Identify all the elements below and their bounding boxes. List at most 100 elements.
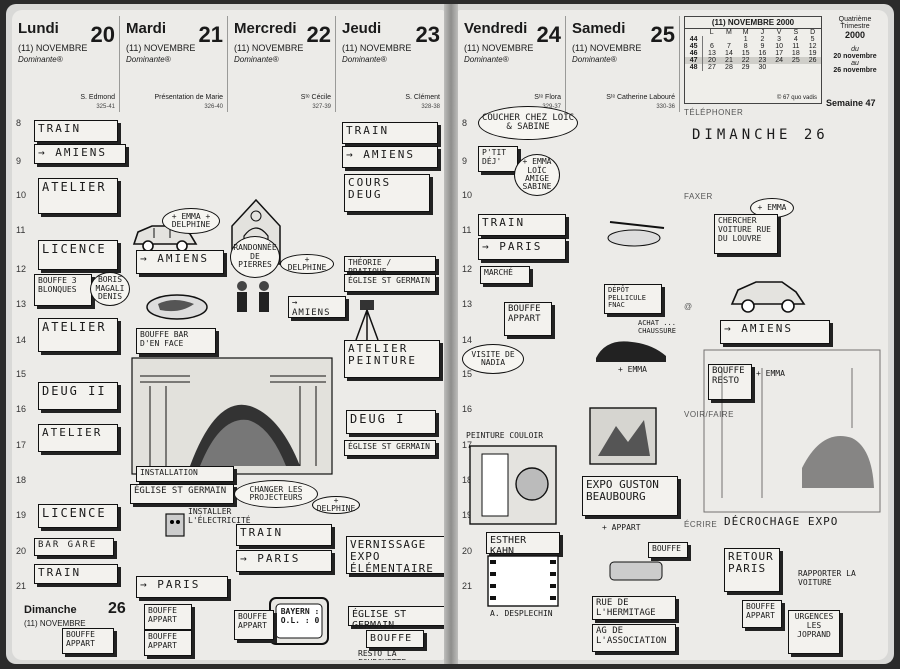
entry-vendredi-peinture: PEINTURE COULOIR <box>466 431 544 440</box>
entry-jeudi-bouffe: BOUFFE <box>366 630 424 648</box>
food-tray-sketch <box>608 556 664 591</box>
gallery-sketch <box>702 348 882 519</box>
tripod-sketch <box>352 298 382 347</box>
entry-samedi-emma: + EMMA <box>618 365 647 374</box>
shoes-sketch <box>592 328 676 373</box>
entry-samedi-achat: ACHAT ... CHAUSSURE <box>638 319 676 335</box>
hour-label: 14 <box>16 335 27 345</box>
entry-mardi-bouffe-appart: BOUFFE APPART <box>144 604 192 630</box>
entry-dimanche-decrochage: DÉCROCHAGE EXPO <box>724 515 839 528</box>
hour-label: 12 <box>16 264 27 274</box>
entry-dimanche-urgences: URGENCES LES JOPRAND <box>788 610 840 654</box>
entry-dimanche-retour-paris: RETOUR PARIS <box>724 548 780 592</box>
entry-jeudi-vernissage: VERNISSAGE EXPO ÉLÉMENTAIRE <box>346 536 444 575</box>
entry-vendredi-marche: MARCHÉ <box>480 266 530 284</box>
entry-samedi-expo-guston: EXPO GUSTON BEAUBOURG <box>582 476 678 516</box>
note-mardi-electricite: INSTALLER L'ÉLECTRICITÉ <box>188 507 251 525</box>
entry-vendredi-ptit-dej: P'TIT DÉJ' <box>478 146 518 172</box>
hour-label: 11 <box>16 225 26 235</box>
hour-label: 18 <box>462 475 473 485</box>
entry-jeudi-resto: RESTO LA FOURCHETTE <box>358 649 406 660</box>
hour-label: 21 <box>16 581 27 591</box>
footer-dimanche-month: (11) NOVEMBRE <box>24 619 86 628</box>
footer-dimanche-num: 26 <box>108 600 126 617</box>
hour-label: 19 <box>462 510 473 520</box>
entry-jeudi-cours: COURS DEUG <box>344 174 430 212</box>
entry-dimanche-rapporter: RAPPORTER LA VOITURE <box>798 569 856 587</box>
day-header-lundi: Lundi 20 (11) NOVEMBRE Dominante® S. Edm… <box>12 16 120 112</box>
label-faxer: FAXER <box>684 192 713 201</box>
painting-sketch <box>588 406 658 471</box>
hour-label: 8 <box>462 118 468 128</box>
plug-sketch <box>162 510 190 545</box>
hour-label: 20 <box>16 546 27 556</box>
hour-label: 16 <box>462 404 473 414</box>
bubble-mardi-emma: + EMMA + DELPHINE <box>162 208 220 234</box>
hour-label: 11 <box>462 225 472 235</box>
entry-mardi-bouffe-appart-2: BOUFFE APPART <box>144 630 192 656</box>
entry-vendredi-train: TRAIN <box>478 214 566 236</box>
bubble-mercredi-randonnee: RANDONNÉE DE PIERRES <box>230 236 280 278</box>
entry-dimanche-bouffe-appart: BOUFFE APPART <box>742 600 782 628</box>
entry-dimanche-bouffe-resto: BOUFFE RESTO <box>708 364 752 400</box>
entry-jeudi-deug: DEUG I <box>346 410 436 434</box>
hour-label: 9 <box>16 156 22 166</box>
car-sketch-2 <box>728 274 808 319</box>
hour-label: 20 <box>462 546 473 556</box>
hour-label: 8 <box>16 118 22 128</box>
bubble-mercredi-delphine-2: + DELPHINE <box>312 496 360 514</box>
entry-mercredi-paris: → PARIS <box>236 550 332 572</box>
entry-lundi-bouffe: BOUFFE 3 BLONQUES <box>34 274 92 306</box>
hour-label: 14 <box>462 335 473 345</box>
hour-label: 15 <box>16 369 27 379</box>
label-telephoner: TÉLÉPHONER <box>684 108 744 117</box>
entry-lundi-amiens: → AMIENS <box>34 144 126 164</box>
entry-jeudi-train: TRAIN <box>342 122 438 144</box>
day-header-jeudi: Jeudi 23 (11) NOVEMBRE Dominante® S. Clé… <box>342 20 440 110</box>
right-page: Vendredi 24 (11) NOVEMBRE Dominante® Sᵗᵉ… <box>458 10 888 660</box>
agenda-spread: Lundi 20 (11) NOVEMBRE Dominante® S. Edm… <box>6 4 894 664</box>
hour-label: 13 <box>16 299 27 309</box>
cutlery-sketch <box>604 216 670 255</box>
entry-mercredi-train: TRAIN <box>236 524 332 546</box>
bubble-mercredi-delphine: + DELPHINE <box>280 254 334 274</box>
entry-dimanche-title: DIMANCHE 26 <box>692 127 829 143</box>
entry-jeudi-eglise: ÉGLISE ST GERMAIN <box>344 274 436 292</box>
entry-lundi-atelier-3: ATELIER <box>38 424 118 452</box>
day-header-vendredi: Vendredi 24 (11) NOVEMBRE Dominante® Sᵗᵉ… <box>458 16 566 112</box>
bubble-mercredi-projecteurs: CHANGER LES PROJECTEURS <box>234 480 318 508</box>
entry-jeudi-atelier-peinture: ATELIER PEINTURE <box>344 340 440 378</box>
entry-lundi-atelier: ATELIER <box>38 178 118 214</box>
entry-lundi-licence: LICENCE <box>38 240 118 270</box>
bubble-lundi-friends: BORIS MAGALI DENIS <box>90 272 130 306</box>
hour-label: 19 <box>16 510 27 520</box>
hour-label: 17 <box>462 440 473 450</box>
entry-mercredi-bouffe-appart: BOUFFE APPART <box>234 610 274 640</box>
entry-samedi-bouffe: BOUFFE <box>648 542 688 558</box>
hour-label: 15 <box>462 369 473 379</box>
hour-label: 12 <box>462 264 473 274</box>
entry-jeudi-amiens: → AMIENS <box>342 146 438 168</box>
entry-vendredi-desplechin: A. DESPLECHIN <box>490 609 553 618</box>
entry-lundi-train: TRAIN <box>34 120 118 142</box>
entry-lundi-train-2: TRAIN <box>34 564 118 584</box>
bubble-vendredi-loic: + EMMA LOÏC AMIGE SABINE <box>514 154 560 196</box>
entry-mardi-eglise: ÉGLISE ST GERMAIN <box>130 484 234 504</box>
entry-samedi-appart: + APPART <box>602 523 641 532</box>
hour-label: 18 <box>16 475 27 485</box>
hour-label: 9 <box>462 156 468 166</box>
entry-vendredi-bouffe-appart: BOUFFE APPART <box>504 302 552 336</box>
label-voir-faire: VOIR/FAIRE <box>684 410 734 419</box>
entry-dimanche-amiens: → AMIENS <box>720 320 830 344</box>
plate-sketch <box>144 292 210 327</box>
hour-label: 17 <box>16 440 27 450</box>
bubble-vendredi-coucher: COUCHER CHEZ LOÏC & SABINE <box>478 106 578 140</box>
label-at: @ <box>684 302 693 311</box>
entry-vendredi-paris: → PARIS <box>478 238 566 260</box>
entry-samedi-rue-hermitage: RUE DE L'HERMITAGE <box>592 596 676 620</box>
tv-sketch <box>268 596 330 657</box>
hour-label: 10 <box>16 190 27 200</box>
entry-dimanche-chercher-voiture: CHERCHER VOITURE RUE DU LOUVRE <box>714 214 778 254</box>
